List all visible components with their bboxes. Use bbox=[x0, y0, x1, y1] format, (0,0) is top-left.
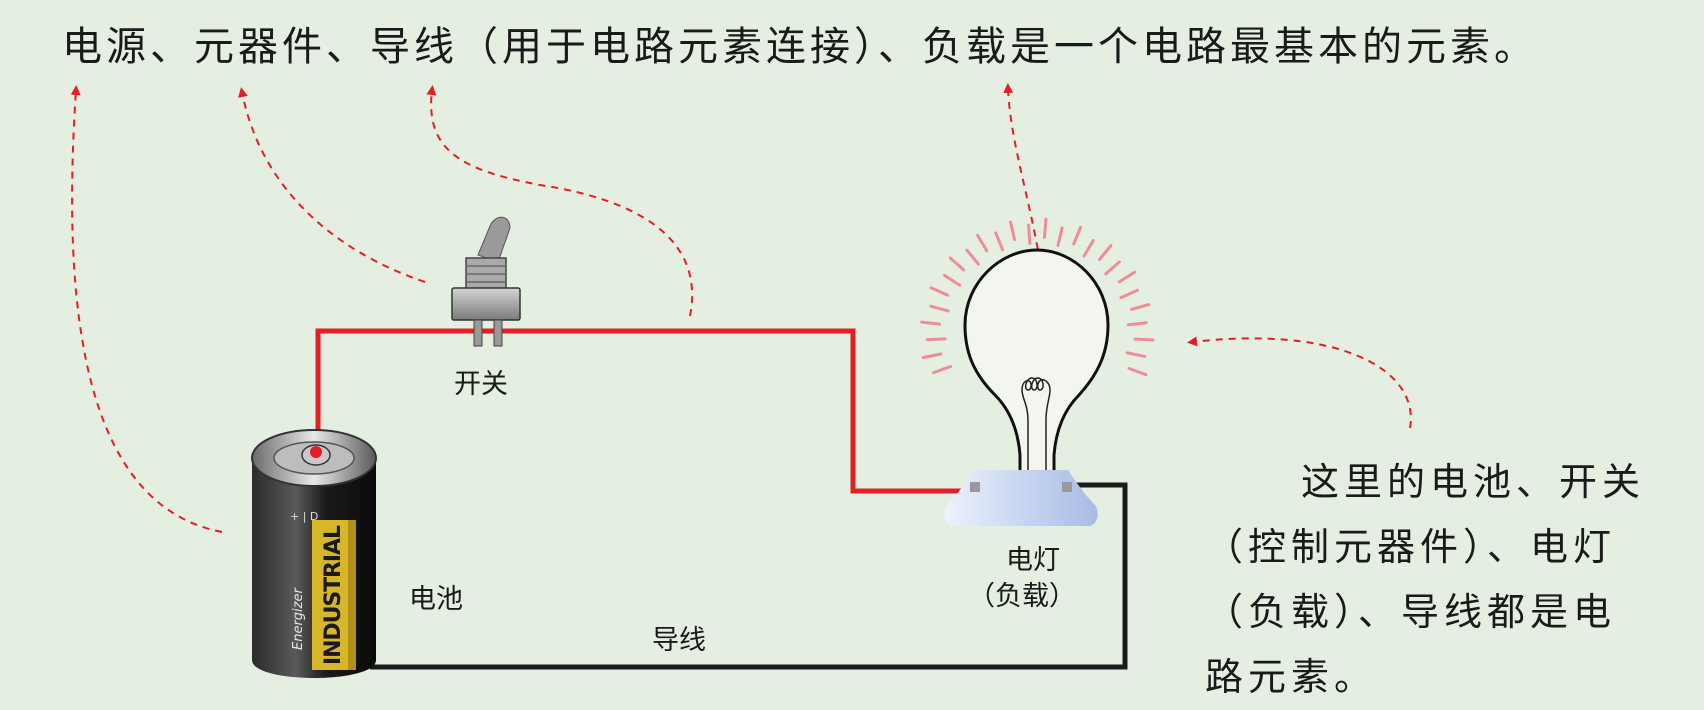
lamp-label-load: （负载） bbox=[968, 581, 1076, 612]
glow-ray bbox=[932, 365, 952, 375]
lamp-terminal-left bbox=[970, 482, 980, 492]
note-line-2: （控制元器件）、电灯 bbox=[1205, 525, 1617, 569]
light-bulb bbox=[944, 248, 1110, 526]
glow-ray bbox=[1098, 244, 1113, 261]
glow-ray bbox=[943, 273, 962, 287]
glow-ray bbox=[976, 233, 989, 253]
lamp-label-name: 电灯 bbox=[1006, 545, 1060, 576]
glow-ray bbox=[1133, 337, 1155, 342]
battery-model: INDUSTRIAL bbox=[321, 525, 346, 665]
pointer-arrows bbox=[70, 83, 1412, 533]
switch-lever bbox=[477, 216, 511, 263]
lamp-terminal-right bbox=[1062, 482, 1072, 492]
bulb-filament bbox=[1021, 377, 1051, 470]
arrow-to-wire bbox=[426, 85, 693, 317]
note-line-1: 这里的电池、开关 bbox=[1300, 460, 1645, 504]
switch-pin-right bbox=[493, 319, 503, 347]
glow-ray bbox=[1117, 270, 1136, 284]
glow-ray bbox=[1072, 225, 1082, 246]
arrow-to-component bbox=[238, 87, 426, 283]
bulb-glass bbox=[963, 248, 1110, 476]
live-wire bbox=[315, 328, 975, 494]
arrow-to-load bbox=[1003, 83, 1041, 263]
glow-ray bbox=[1125, 351, 1147, 358]
glow-ray bbox=[1130, 303, 1151, 311]
glow-ray bbox=[1009, 220, 1017, 242]
lamp-glow bbox=[920, 217, 1155, 377]
switch-label: 开关 bbox=[454, 369, 508, 400]
glow-ray bbox=[920, 320, 942, 326]
svg-text:+ | D: + | D bbox=[290, 510, 318, 523]
glow-ray bbox=[929, 286, 949, 297]
glow-ray bbox=[1027, 223, 1032, 245]
explanation-note: 这里的电池、开关 （控制元器件）、电灯 （负载）、导线都是电 路元素。 bbox=[1205, 450, 1665, 710]
return-wire bbox=[370, 482, 1128, 670]
toggle-switch bbox=[451, 216, 521, 347]
glow-ray bbox=[1127, 367, 1148, 377]
glow-ray bbox=[994, 231, 1004, 252]
glow-ray bbox=[1056, 226, 1064, 247]
battery-label: 电池 bbox=[409, 584, 463, 615]
lamp-label: 电灯 （负载） bbox=[968, 543, 1076, 615]
glow-ray bbox=[925, 337, 947, 342]
switch-body bbox=[451, 287, 521, 321]
glow-ray bbox=[1104, 260, 1121, 276]
glow-ray bbox=[1119, 288, 1139, 300]
glow-ray bbox=[929, 304, 950, 313]
lamp-base bbox=[944, 470, 1098, 526]
glow-ray bbox=[1043, 217, 1048, 239]
wire-label: 导线 bbox=[652, 625, 706, 656]
glow-ray bbox=[965, 248, 980, 266]
wires bbox=[315, 328, 1128, 670]
glow-ray bbox=[1126, 321, 1148, 327]
battery-brand: Energizer bbox=[291, 587, 306, 650]
glow-ray bbox=[1082, 239, 1095, 258]
glow-ray bbox=[921, 352, 943, 359]
headline: 电源、元器件、导线（用于电路元素连接）、负载是一个电路最基本的元素。 bbox=[62, 24, 1538, 70]
battery-label-band bbox=[312, 520, 348, 670]
note-line-3: （负载）、导线都是电 bbox=[1205, 590, 1617, 634]
switch-pin-left bbox=[473, 319, 483, 347]
arrow-to-elements bbox=[1187, 336, 1412, 429]
note-line-4: 路元素。 bbox=[1205, 655, 1378, 699]
glow-ray bbox=[948, 256, 966, 272]
battery: Energizer INDUSTRIAL + | D bbox=[251, 429, 377, 678]
arrow-to-power bbox=[70, 85, 223, 533]
